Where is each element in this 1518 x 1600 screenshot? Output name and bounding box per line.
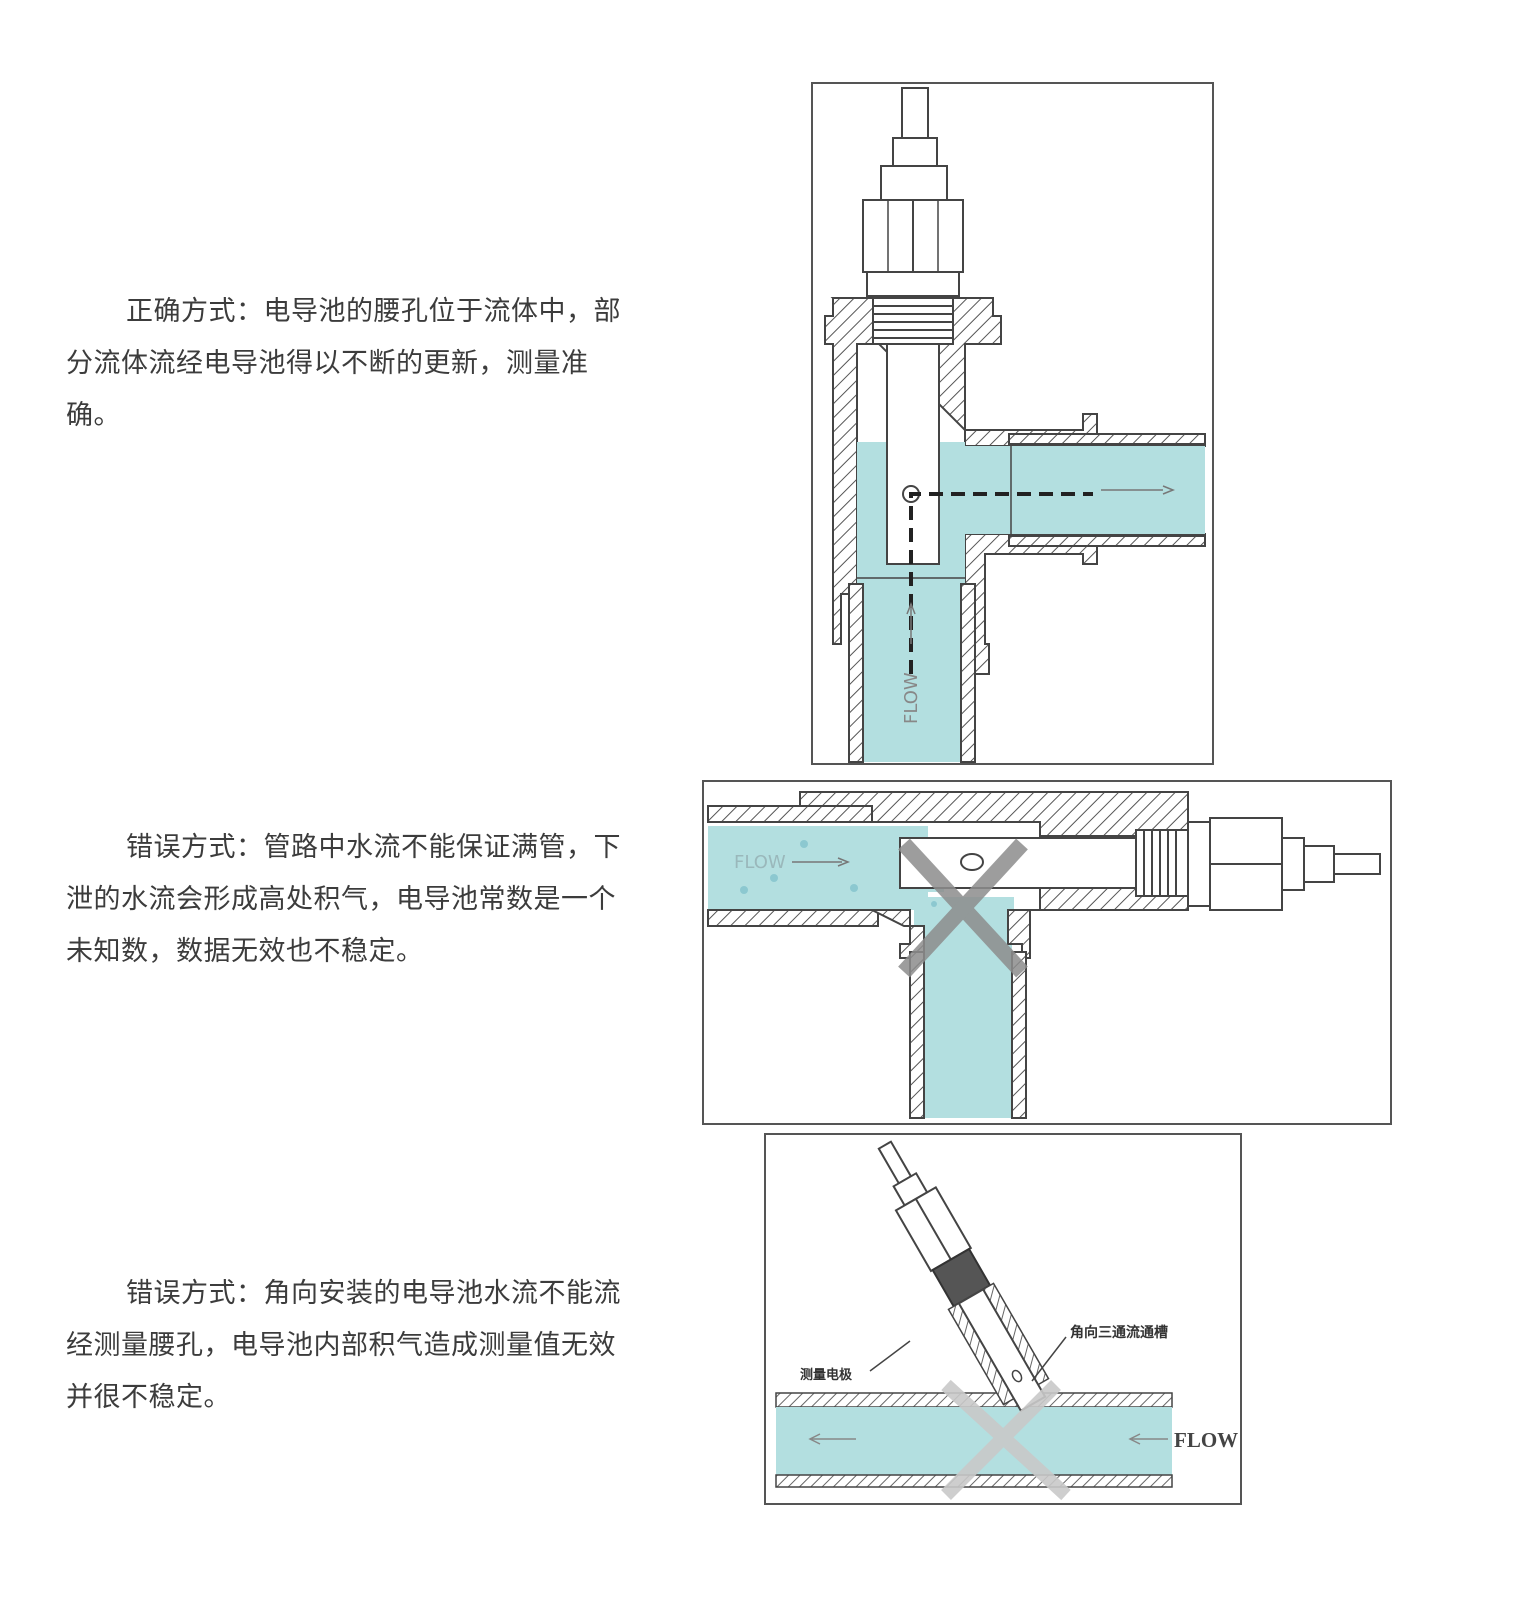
flow-label: FLOW [901,672,922,724]
flow-label: FLOW [1174,1428,1238,1452]
cable-collar [880,165,948,201]
tee-horizontal-svg: FLOW [707,791,1381,1119]
measurement-hole [1011,1369,1023,1383]
inlet-arrow-icon [906,601,916,615]
cable-tip [901,87,929,139]
flow-arrow-icon [837,857,851,867]
cable-tip [877,1140,913,1185]
description-correct: 正确方式：电导池的腰孔位于流体中，部分流体流经电导池得以不断的更新，测量准确。 [66,286,626,442]
left-pipe-bottom-wall [707,909,879,927]
para-2-text: 管路中水流不能保证满管，下泄的水流会形成高处积气，电导池常数是一个未知数，数据无… [66,832,621,967]
tee-label: 角向三通流通槽 [1070,1324,1168,1341]
inlet-arrow-icon [1128,1433,1141,1445]
lower-pipe-left [848,583,864,763]
para-3-text: 角向安装的电导池水流不能流经测量腰孔，电导池内部积气造成测量值无效并很不稳定。 [66,1278,621,1413]
para-3-label: 错误方式： [126,1278,264,1309]
tee-top-body [799,791,1189,837]
outlet-pipe-bottom [1008,535,1206,547]
left-pipe-top-wall [707,805,879,823]
outlet-arrow-icon [808,1433,821,1445]
measurement-hole [960,853,984,871]
para-1-text: 电导池的腰孔位于流体中，部分流体流经电导池得以不断的更新，测量准确。 [66,296,621,431]
water-down-pipe [924,932,1012,1118]
cable-sleeve [892,137,938,167]
electrode-label: 测量电极 [800,1367,853,1383]
cross-mark-icon [941,1379,1071,1501]
tee-lower-right [964,533,1206,675]
diagram-correct-installation: FLOW [811,82,1214,765]
water-horizontal [965,446,1205,534]
para-1-label: 正确方式： [126,296,264,327]
para-2-label: 错误方式： [126,832,264,863]
description-wrong-1: 错误方式：管路中水流不能保证满管，下泄的水流会形成高处积气，电导池常数是一个未知… [66,822,626,978]
description-wrong-2: 错误方式：角向安装的电导池水流不能流经测量腰孔，电导池内部积气造成测量值无效并很… [66,1268,626,1424]
down-pipe-right [1011,951,1027,1119]
diagram-wrong-angled: FLOW 测量电极 角向三通流通槽 [764,1133,1242,1505]
cable-tip [1333,853,1381,875]
down-pipe-left [909,951,925,1119]
angled-tee-svg: FLOW 测量电极 角向三通流通槽 [775,1140,1238,1501]
cross-mark-icon [898,838,1028,978]
tee-vertical-svg: FLOW [824,87,1206,763]
flow-label: FLOW [734,852,786,873]
diagram-wrong-horizontal: FLOW [702,780,1392,1125]
outlet-pipe-top [1008,433,1206,445]
lower-pipe-right [960,583,976,763]
flow-path [909,492,1093,674]
outlet-arrow-icon [1162,485,1176,495]
